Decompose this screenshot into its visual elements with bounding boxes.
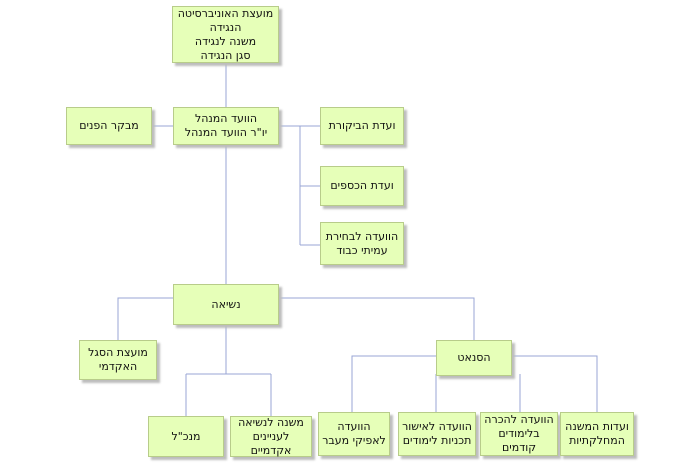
- node-text-line: מועצת הסגל: [88, 346, 148, 359]
- node-text-line: הוועדה: [337, 420, 371, 433]
- node-text-line: לעניינים: [252, 429, 290, 443]
- node-text-line: בלימודים: [498, 427, 540, 440]
- node-text-line: יו"ר הוועד המנהל: [184, 126, 268, 139]
- node-text-line: הנגידה: [209, 20, 242, 34]
- node-text-line: תכניות לימודים: [402, 434, 472, 447]
- ombudsman-label: מבקר הפנים: [79, 119, 139, 133]
- node-text-line: אקדמיים: [250, 443, 292, 457]
- node-text-line: הסנאט: [457, 351, 491, 364]
- node-text-line: הוועדה לאישור: [402, 420, 472, 433]
- node-text-line: ועדת הביקורת: [328, 119, 396, 132]
- senate-box: הסנאט: [436, 340, 512, 376]
- node-text-line: קודמים: [501, 441, 537, 454]
- audit-committee-box: ועדת הביקורת: [320, 107, 404, 145]
- director-general-label: מנכ"ל: [172, 430, 201, 444]
- audit-committee-label: ועדת הביקורת: [329, 119, 396, 133]
- node-text-line: מנכ"ל: [171, 429, 201, 443]
- node-text-line: משנה לנשיאה: [238, 415, 304, 429]
- node-text-line: סגן הנגידה: [200, 48, 251, 62]
- president-label: נשיאה: [211, 298, 240, 312]
- node-text-line: האקדמי: [98, 360, 138, 373]
- node-text-line: מועצת האוניברסיטה: [177, 6, 274, 20]
- finance-committee-label: ועדת הכספים: [330, 179, 393, 193]
- connector-president-senate: [279, 297, 475, 340]
- node-text-line: המחלקתיות: [569, 434, 625, 447]
- node-text-line: הוועדה לבחירת: [325, 229, 399, 243]
- node-text-line: הוועד המנהל: [194, 112, 258, 125]
- node-text-line: ועדת הכספים: [330, 179, 394, 192]
- director-general-box: מנכ"ל: [148, 416, 224, 457]
- connector-board-committees: [279, 125, 320, 246]
- node-text-line: עמיתי כבוד: [336, 243, 388, 257]
- node-text-line: מבקר הפנים: [79, 119, 139, 132]
- connector-president-sub: [185, 325, 272, 416]
- senate-label: הסנאט: [457, 351, 490, 365]
- finance-committee-box: ועדת הכספים: [320, 166, 404, 206]
- ombudsman-box: מבקר הפנים: [66, 107, 152, 145]
- node-text-line: ועדות המשנה: [565, 420, 629, 433]
- node-text-line: לאפיקי מעבר: [322, 434, 386, 447]
- connector-president-staff-council: [117, 297, 173, 340]
- president-box: נשיאה: [173, 284, 279, 325]
- node-text-line: משנה לנגידה: [194, 34, 257, 48]
- node-text-line: הוועדה להכרה: [484, 413, 554, 426]
- node-text-line: נשיאה: [211, 297, 241, 311]
